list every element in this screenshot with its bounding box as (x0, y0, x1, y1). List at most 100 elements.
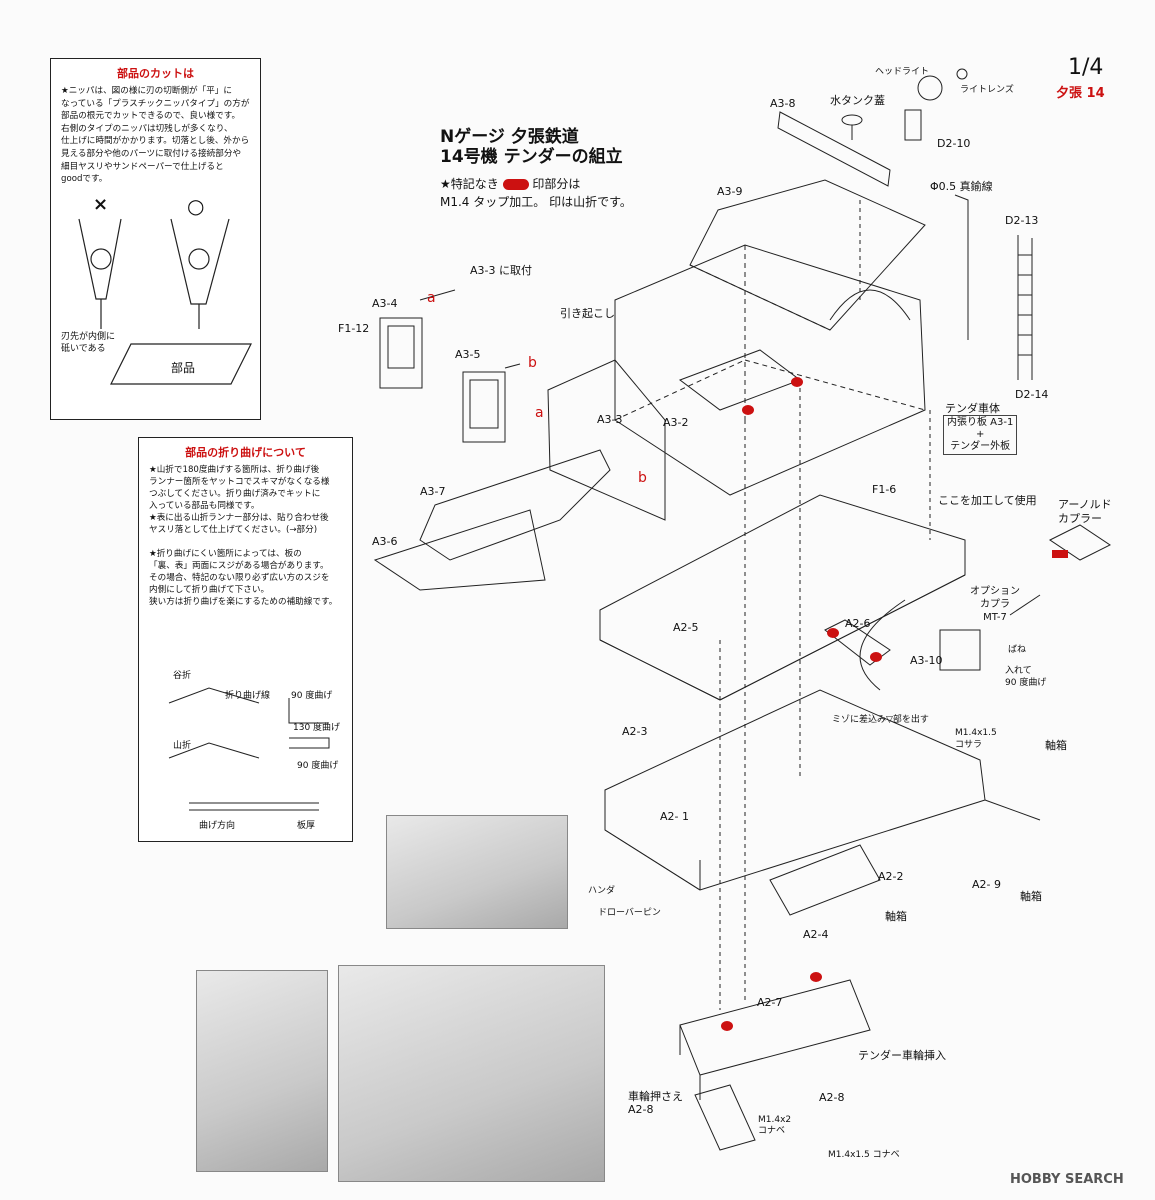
fold-instructions-box: 部品の折り曲げについて ★山折で180度曲げする箇所は、折り曲げ後 ランナー箇所… (138, 437, 353, 842)
label-a3-8: A3-8 (770, 97, 796, 110)
label-f1-12: F1-12 (338, 322, 370, 335)
label-jikubako-2: 軸箱 (885, 910, 907, 923)
label-a-2: a (535, 405, 544, 421)
tap-markers (721, 377, 1068, 1031)
label-arnold: アーノルド カプラー (1058, 498, 1112, 525)
label-a3-10: A3-10 (910, 654, 943, 667)
label-a3-4: A3-4 (372, 297, 398, 310)
red-mark-icon (502, 179, 529, 190)
label-a3-9: A3-9 (717, 185, 743, 198)
deg90-label: 90 度曲げ (291, 691, 333, 701)
part-a2-5 (599, 494, 966, 701)
label-solder: ハンダ (588, 886, 616, 896)
label-water-cap: 水タンク蓋 (830, 94, 885, 107)
headlight-part (917, 75, 943, 101)
label-a3-2: A3-2 (663, 416, 689, 429)
photo-chassis-bottom (386, 815, 568, 929)
label-a3-6: A3-6 (372, 535, 398, 548)
label-wheel-press: 車輪押さえ A2-8 (628, 1090, 683, 1116)
label-option-coupler: オプション カプラ MT-7 (970, 586, 1020, 623)
label-a2-5: A2-5 (673, 621, 699, 634)
label-a3-7: A3-7 (420, 485, 446, 498)
fold-box-body: ★山折で180度曲げする箇所は、折り曲げ後 ランナー箇所をヤットコでスキマがなく… (149, 465, 338, 607)
label-f1-6: F1-6 (872, 483, 897, 496)
photo-tender-rear (196, 970, 328, 1172)
label-a3-5: A3-5 (455, 348, 481, 361)
cut-instructions-box: 部品のカットは ★ニッパは、図の様に刃の切断側が「平」に なっている「プラスチッ… (50, 58, 261, 420)
photo-tender-top (338, 965, 605, 1182)
label-wire: Φ0.5 真鍮線 (930, 180, 993, 193)
note-line1a: ★特記なき (440, 177, 499, 191)
blade-note: 刃先が内側に 砥いである (61, 332, 116, 354)
fold-diagrams (168, 687, 330, 811)
label-a2-1: A2- 1 (660, 810, 689, 823)
deg90b-label: 90 度曲げ (297, 761, 339, 771)
mountain-fold-label: 山折 (173, 741, 192, 751)
note-line1b: 印部分は (532, 177, 581, 191)
label-m14x15-kosara: M1.4x1.5 コサラ (955, 728, 997, 750)
thickness-label: 板厚 (297, 821, 316, 831)
label-headlight: ヘッドライト (875, 67, 930, 77)
label-b-2: b (638, 470, 647, 486)
label-m14x15-konabe: M1.4x1.5 コナベ (828, 1150, 900, 1160)
watermark: HOBBY SEARCH (1010, 1172, 1124, 1187)
cross-mark: × (93, 194, 109, 215)
fold-line-label: 折り曲げ線 (225, 691, 271, 701)
label-tender-body: テンダ車体 (945, 402, 1000, 415)
label-a2-9: A2- 9 (972, 878, 1001, 891)
label-a3-3-attach: A3-3 に取付 (470, 264, 532, 277)
page-number: 1/4 (1068, 55, 1104, 80)
cut-box-title: 部品のカットは (117, 67, 194, 80)
part-a3-5 (462, 371, 506, 443)
circle-mark: ○ (187, 194, 205, 218)
deg130-label: 130 度曲げ (293, 723, 341, 733)
valley-fold-label: 谷折 (173, 671, 192, 681)
label-hikiokoshi: 引き起こし (560, 307, 615, 320)
part-a3-7 (419, 449, 611, 561)
label-drawbar-pin: ドローバーピン (598, 908, 661, 918)
fold-box-title: 部品の折り曲げについて (185, 446, 306, 459)
cut-box-body: ★ニッパは、図の様に刃の切断側が「平」に なっている「プラスチックニッパタイプ」… (61, 86, 250, 185)
nipper-icons (78, 218, 252, 385)
label-tender-wheel: テンダー車輪挿入 (858, 1049, 946, 1062)
label-a2-7: A2-7 (757, 996, 783, 1009)
part-a2-2 (769, 844, 881, 916)
label-jikubako-1: 軸箱 (1045, 739, 1067, 752)
part-a3-6 (373, 509, 546, 591)
label-a3-3: A3-3 (597, 413, 623, 426)
label-d2-10: D2-10 (937, 137, 971, 150)
label-spring: ばね (1008, 645, 1027, 655)
label-m14x2: M1.4x2 コナベ (758, 1115, 792, 1136)
label-light-lens: ライトレンズ (960, 85, 1014, 95)
arnold-coupler (1049, 524, 1111, 561)
tender-body (614, 244, 926, 496)
ladder-d2-13 (1017, 235, 1033, 380)
page-note: ★特記なき 印部分は M1.4 タップ加工。 印は山折です。 (440, 175, 632, 211)
label-a2-6: A2-6 (845, 617, 871, 630)
label-d2-14: D2-14 (1015, 388, 1049, 401)
note-line2: M1.4 タップ加工。 印は山折です。 (440, 195, 632, 209)
label-a2-2: A2-2 (878, 870, 904, 883)
brass-wire (954, 194, 969, 340)
label-a-1: a (427, 290, 436, 306)
label-a2-3: A2-3 (622, 725, 648, 738)
label-koko: ここを加工して使用 (938, 494, 1037, 507)
label-inner-plate: 内張り板 A3-1 + テンダー外板 (943, 415, 1018, 455)
part-a2-6 (824, 619, 891, 666)
label-a2-8: A2-8 (819, 1091, 845, 1104)
bend-direction-label: 曲げ方向 (199, 821, 236, 831)
part-a3-8 (777, 111, 891, 187)
label-mizo: ミゾに差込み▽部を出す (832, 715, 929, 725)
label-b-1: b (528, 355, 537, 371)
label-d2-13: D2-13 (1005, 214, 1039, 227)
water-tank-cap (841, 114, 863, 126)
page-title: Nゲージ 夕張鉄道 14号機 テンダーの組立 (440, 127, 623, 167)
part-a3-10 (939, 629, 981, 671)
part-a3-3 (547, 359, 666, 521)
part-a2-8 (694, 1084, 756, 1151)
part-a3-2 (678, 349, 802, 411)
label-jikubako-3: 軸箱 (1020, 890, 1042, 903)
watermark-text: HOBBY SEARCH (1010, 1172, 1124, 1187)
part-a3-9 (689, 179, 926, 331)
